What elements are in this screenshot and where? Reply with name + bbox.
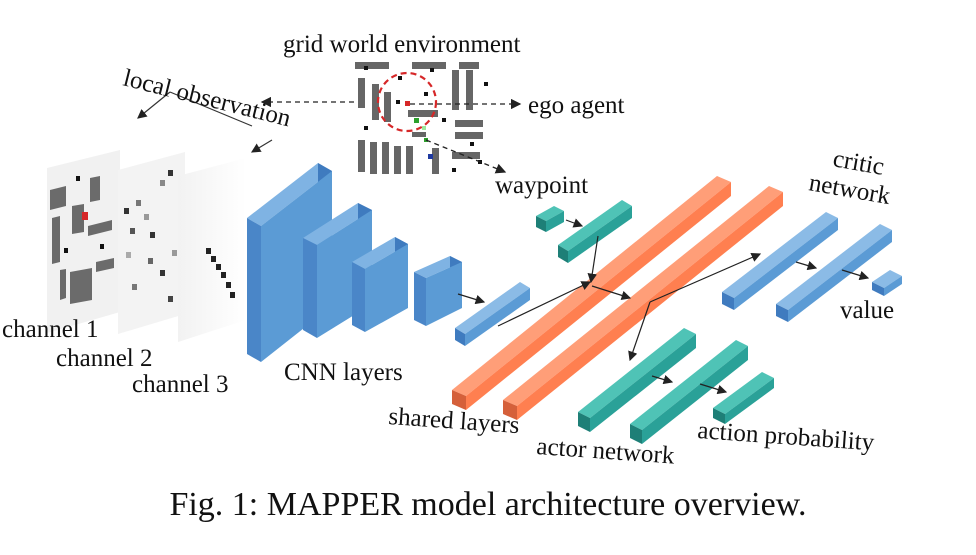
channel-2-plane <box>118 152 185 334</box>
shared-layer-1 <box>452 176 731 410</box>
shared-layer-2 <box>503 186 783 420</box>
channel-1-plane <box>47 150 120 333</box>
waypoint-label: waypoint <box>495 172 588 199</box>
cnn-layers-label: CNN layers <box>284 359 403 386</box>
flatten-layer <box>455 282 530 346</box>
actor-network-label: actor network <box>536 433 676 470</box>
shared-layers-label: shared layers <box>388 403 521 439</box>
figure-caption: Fig. 1: MAPPER model architecture overvi… <box>169 486 807 523</box>
waypoint-fc-layer <box>558 200 632 263</box>
action-probability-block <box>713 372 774 424</box>
channel-3-plane <box>178 158 246 342</box>
critic-layer-2 <box>776 224 892 322</box>
actor-layer-1 <box>578 328 696 432</box>
grid-world-map <box>355 62 490 178</box>
action-probability-label: action probability <box>697 417 876 456</box>
actor-layer-2 <box>630 340 748 444</box>
cnn-layers <box>247 163 462 362</box>
local-observation-label: local observation <box>121 65 294 133</box>
value-label: value <box>840 297 894 324</box>
critic-layer-1 <box>722 212 838 310</box>
grid-world-label: grid world environment <box>283 31 521 58</box>
value-output-block <box>872 270 902 296</box>
channel-1-label: channel 1 <box>2 316 98 343</box>
channel-2-label: channel 2 <box>56 345 152 372</box>
channel-3-label: channel 3 <box>132 371 228 398</box>
ego-agent-label: ego agent <box>528 92 625 119</box>
waypoint-input-block <box>536 206 564 232</box>
